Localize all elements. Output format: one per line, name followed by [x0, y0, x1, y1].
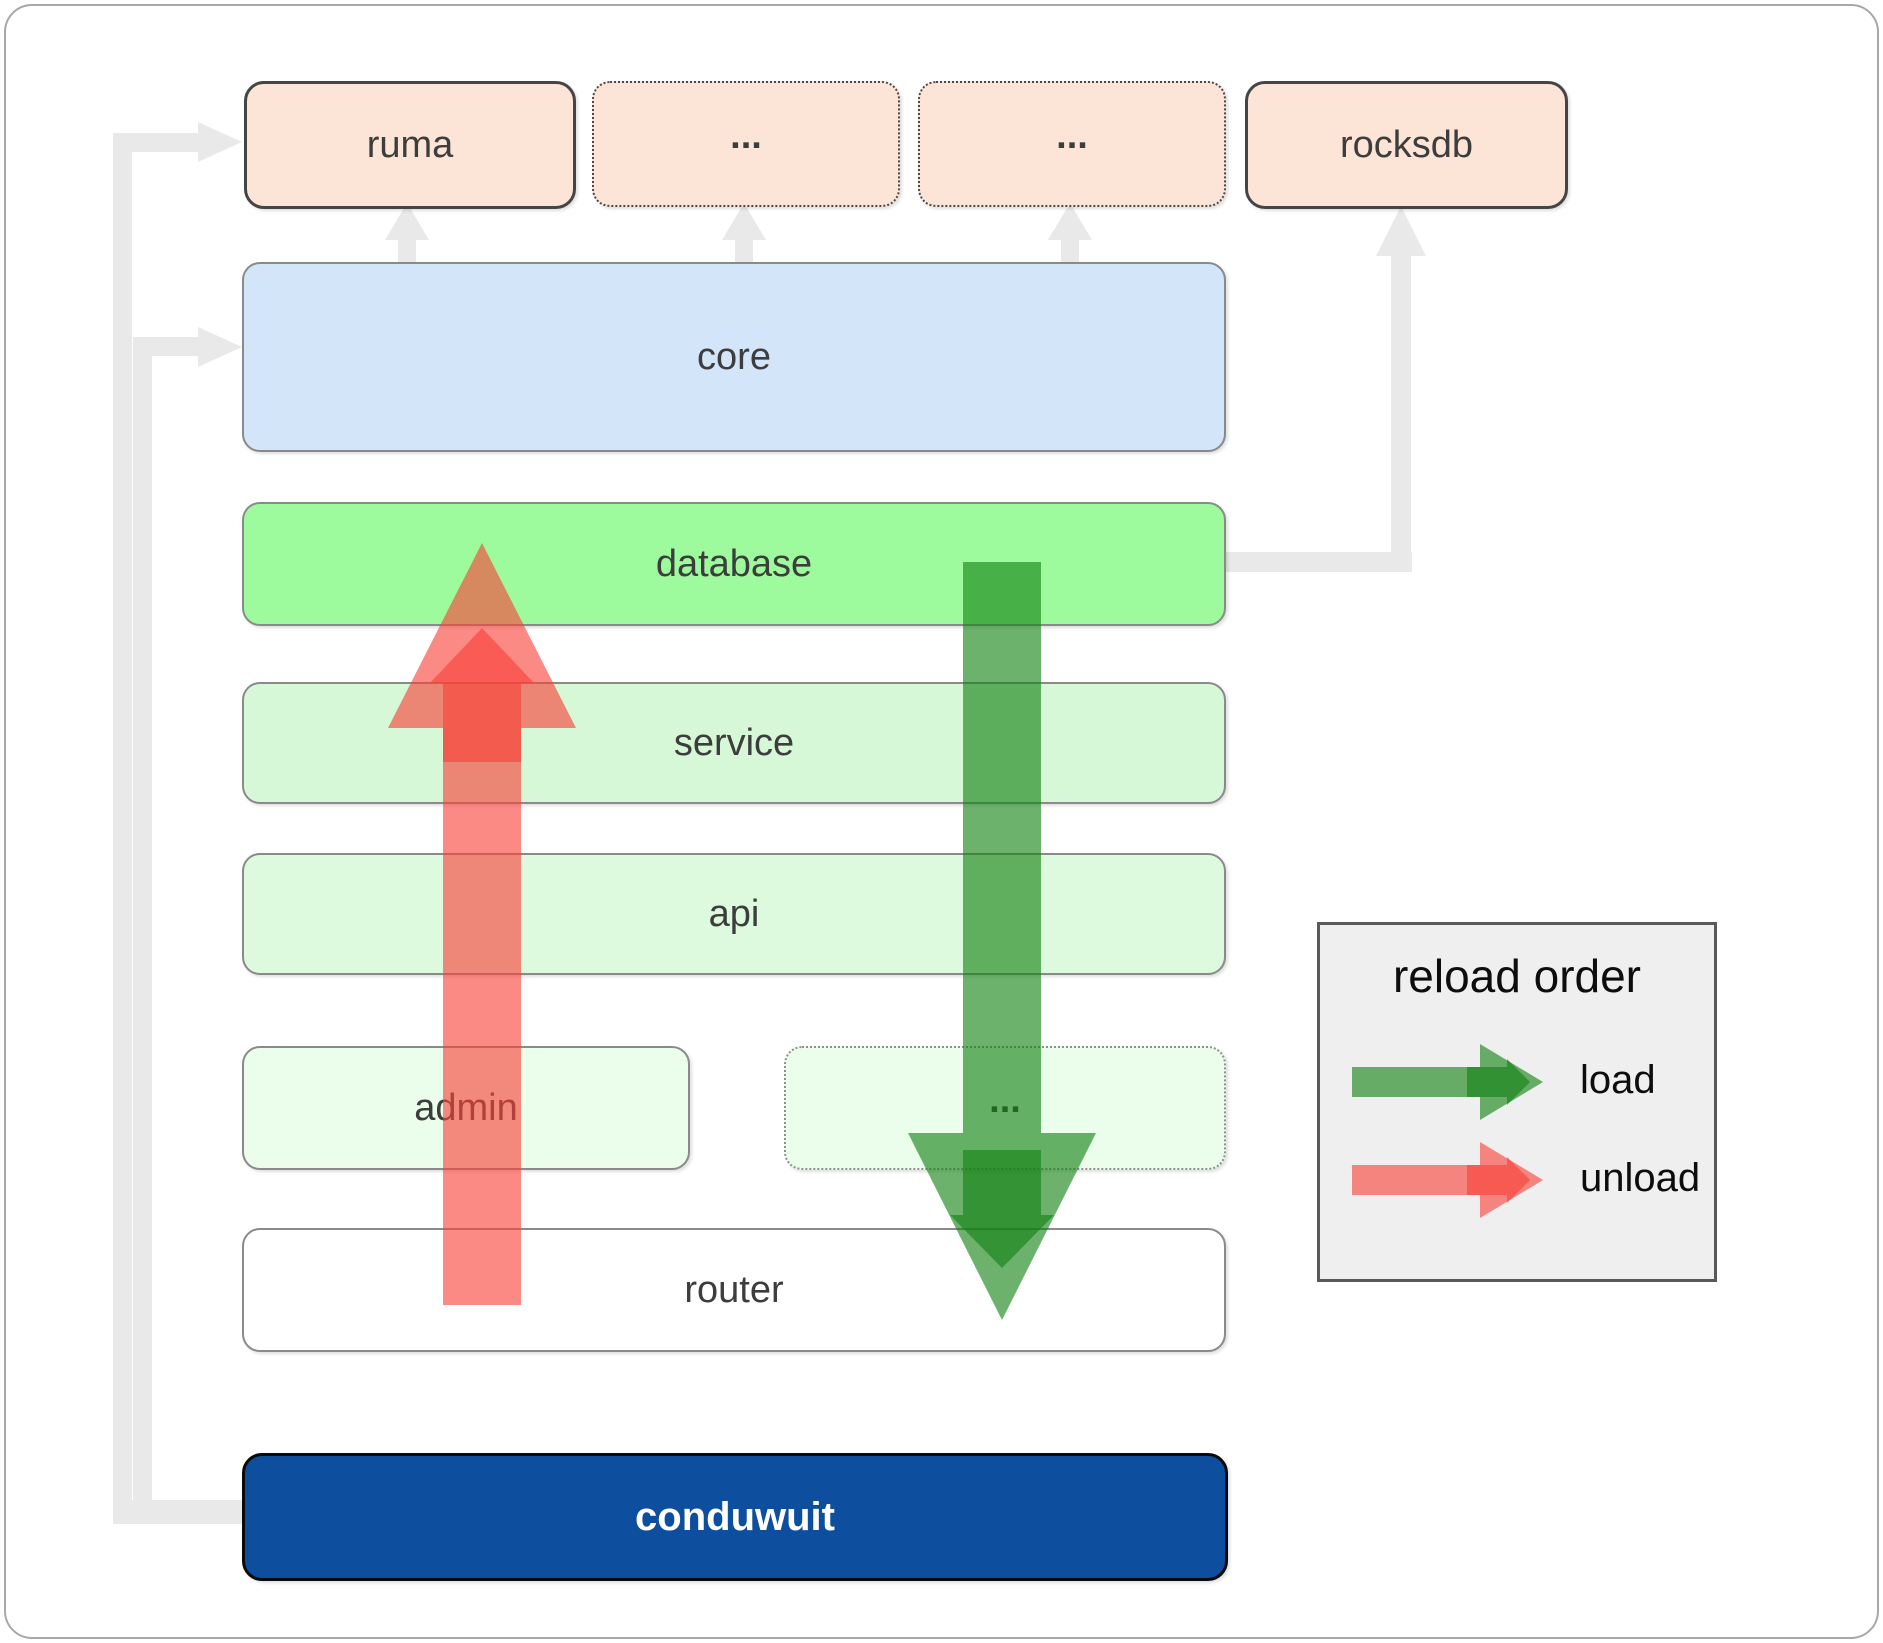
connector-core-deps1	[735, 230, 753, 262]
connector-database-rocksdb-vertical	[1391, 253, 1411, 572]
outer-frame	[4, 4, 1879, 1639]
node-ruma-label: ruma	[366, 123, 454, 166]
connector-database-rocksdb-horizontal	[1222, 552, 1412, 572]
arrowhead-to-core-icon	[198, 327, 242, 367]
node-dependency-1-label: ...	[730, 114, 762, 157]
connector-conduwuit-ruma-vertical	[113, 133, 132, 1524]
legend-title: reload order	[1392, 950, 1642, 1002]
node-rocksdb: rocksdb	[1245, 81, 1568, 209]
connector-core-ruma	[398, 230, 416, 262]
arrowhead-to-ruma-icon	[198, 122, 242, 162]
node-admin-label: admin	[414, 1086, 518, 1129]
node-core-label: core	[697, 335, 771, 378]
node-admin-more: ...	[784, 1046, 1226, 1170]
node-api: api	[242, 853, 1226, 975]
arrowhead-to-rocksdb-icon	[1376, 206, 1426, 256]
node-api-label: api	[708, 892, 760, 935]
connector-conduwuit-ruma-horizontal	[113, 133, 198, 152]
connector-conduwuit-core-horizontal	[133, 337, 198, 356]
node-conduwuit: conduwuit	[242, 1453, 1228, 1581]
node-dependency-2: ...	[918, 81, 1226, 207]
connector-core-deps2	[1061, 230, 1079, 262]
connector-conduwuit-bottom	[113, 1500, 244, 1524]
connector-conduwuit-core-vertical	[133, 337, 152, 1500]
legend-reload-order: reload order	[1317, 922, 1717, 1282]
node-admin-more-label: ...	[989, 1078, 1021, 1121]
node-ruma: ruma	[244, 81, 576, 209]
node-rocksdb-label: rocksdb	[1339, 123, 1474, 166]
arrowhead-core-deps1-icon	[722, 203, 766, 240]
node-router-label: router	[684, 1268, 784, 1311]
node-core: core	[242, 262, 1226, 452]
node-service-label: service	[673, 721, 795, 764]
node-router: router	[242, 1228, 1226, 1352]
node-database: database	[242, 502, 1226, 626]
node-service: service	[242, 682, 1226, 804]
arrowhead-core-deps2-icon	[1048, 203, 1092, 240]
node-admin: admin	[242, 1046, 690, 1170]
legend-label-unload: unload	[1580, 1156, 1701, 1200]
node-conduwuit-label: conduwuit	[635, 1494, 835, 1539]
node-dependency-2-label: ...	[1056, 114, 1088, 157]
node-dependency-1: ...	[592, 81, 900, 207]
legend-label-load: load	[1580, 1058, 1656, 1102]
node-database-label: database	[655, 542, 813, 585]
